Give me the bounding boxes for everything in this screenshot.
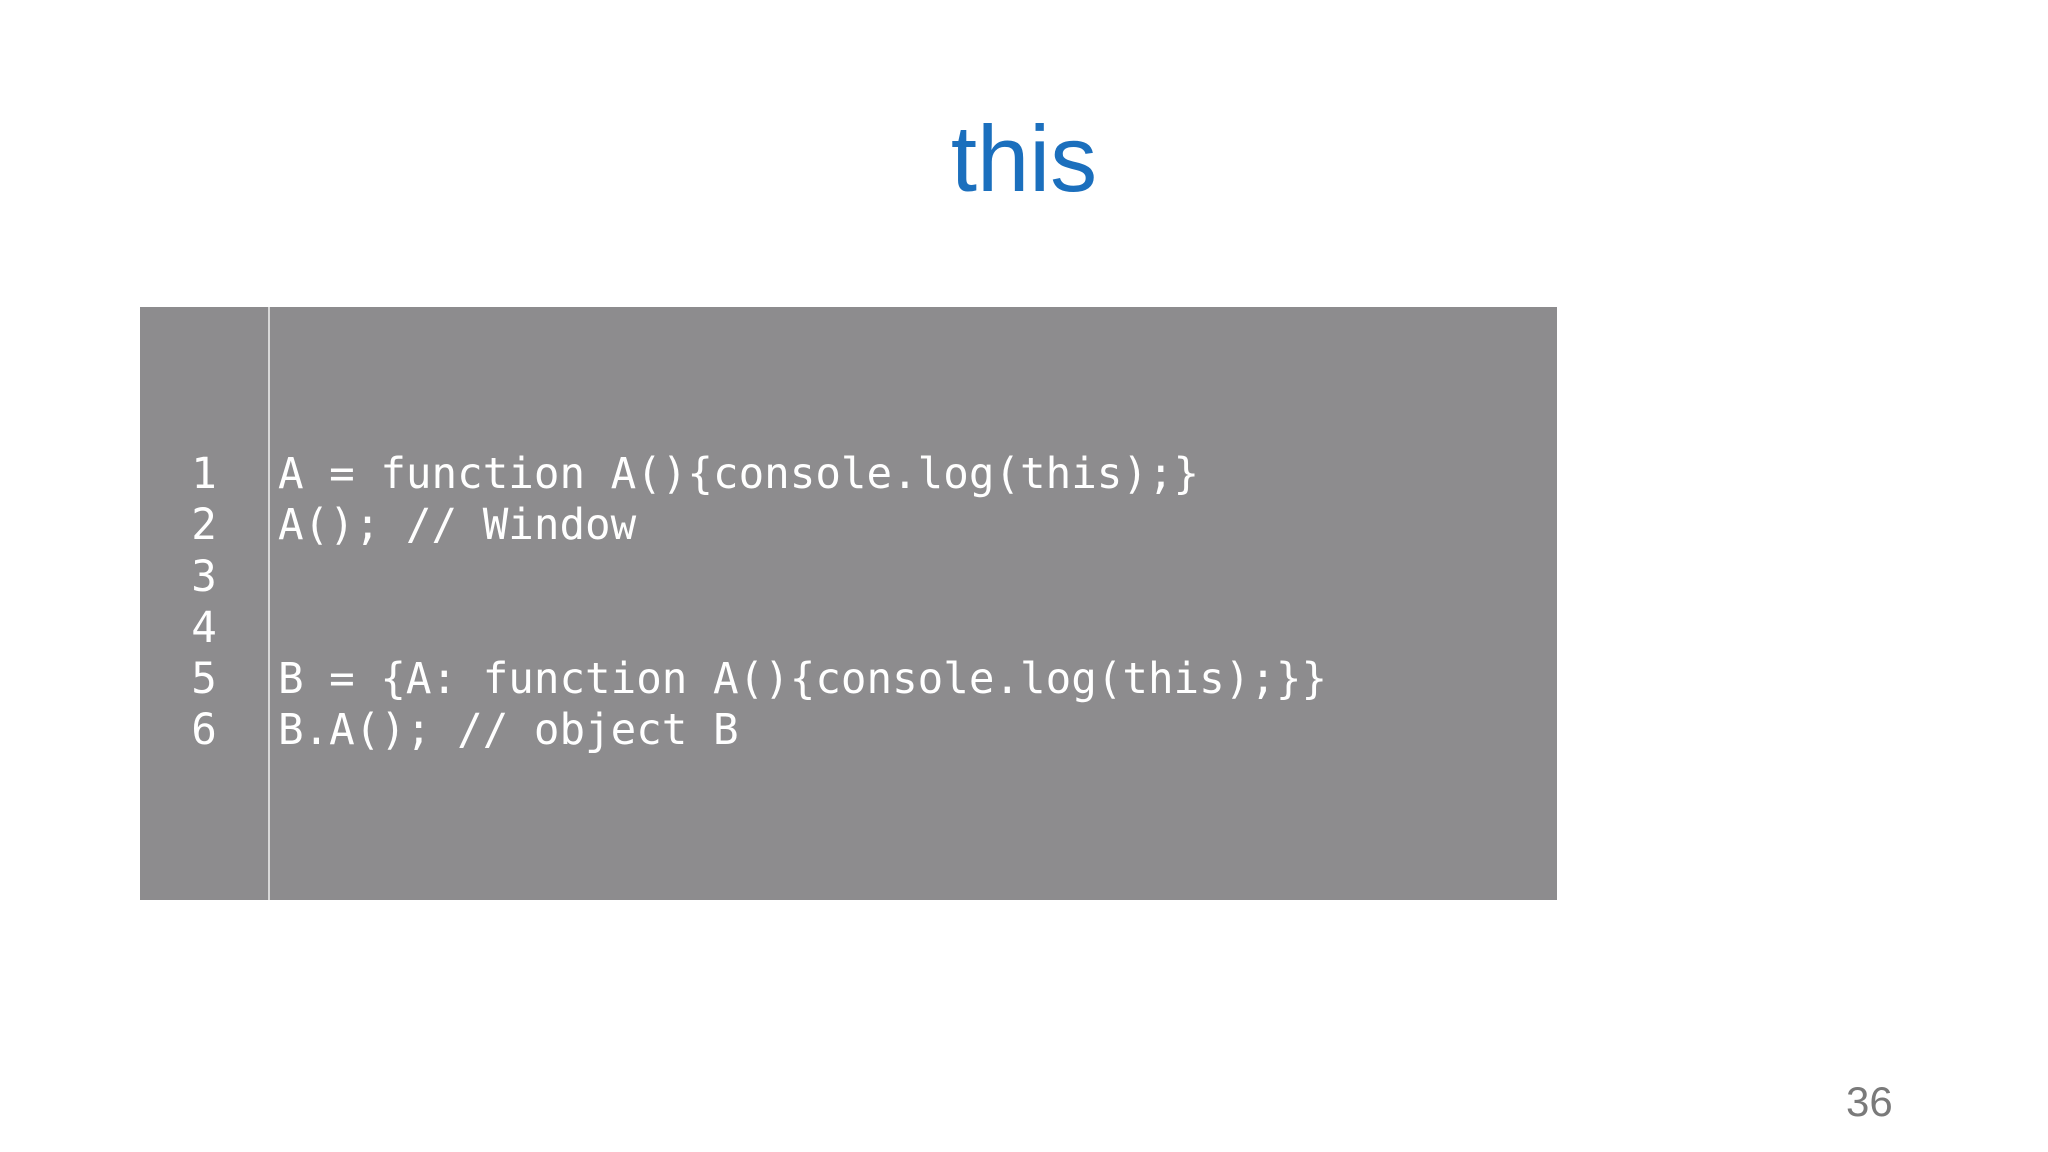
code-line: 1 A = function A(){console.log(this);} (140, 449, 1557, 500)
code-text: A = function A(){console.log(this);} (278, 450, 1200, 499)
code-text: A(); // Window (278, 501, 637, 551)
code-line: 3 (140, 552, 1557, 603)
line-number: 2 (191, 501, 217, 551)
line-number: 6 (191, 706, 217, 756)
line-number: 4 (191, 603, 217, 653)
code-text: B.A(); // object B (278, 706, 739, 756)
code-line: 4 (140, 603, 1557, 654)
code-text: B = {A: function A(){console.log(this);}… (278, 655, 1328, 705)
page-number: 36 (1846, 1078, 1893, 1125)
line-number-divider (268, 307, 270, 900)
code-line: 2 A(); // Window (140, 500, 1557, 551)
line-number: 1 (191, 450, 217, 499)
code-line: 6 B.A(); // object B (140, 705, 1557, 756)
line-number: 3 (191, 552, 217, 602)
code-block: 1 A = function A(){console.log(this);} 2 A… (140, 307, 1557, 900)
code-lines: 1 A = function A(){console.log(this);} 2 A… (140, 449, 1557, 757)
slide-title: this (950, 106, 1098, 211)
code-line: 5 B = {A: function A(){console.log(this);… (140, 654, 1557, 705)
line-number: 5 (191, 655, 217, 705)
